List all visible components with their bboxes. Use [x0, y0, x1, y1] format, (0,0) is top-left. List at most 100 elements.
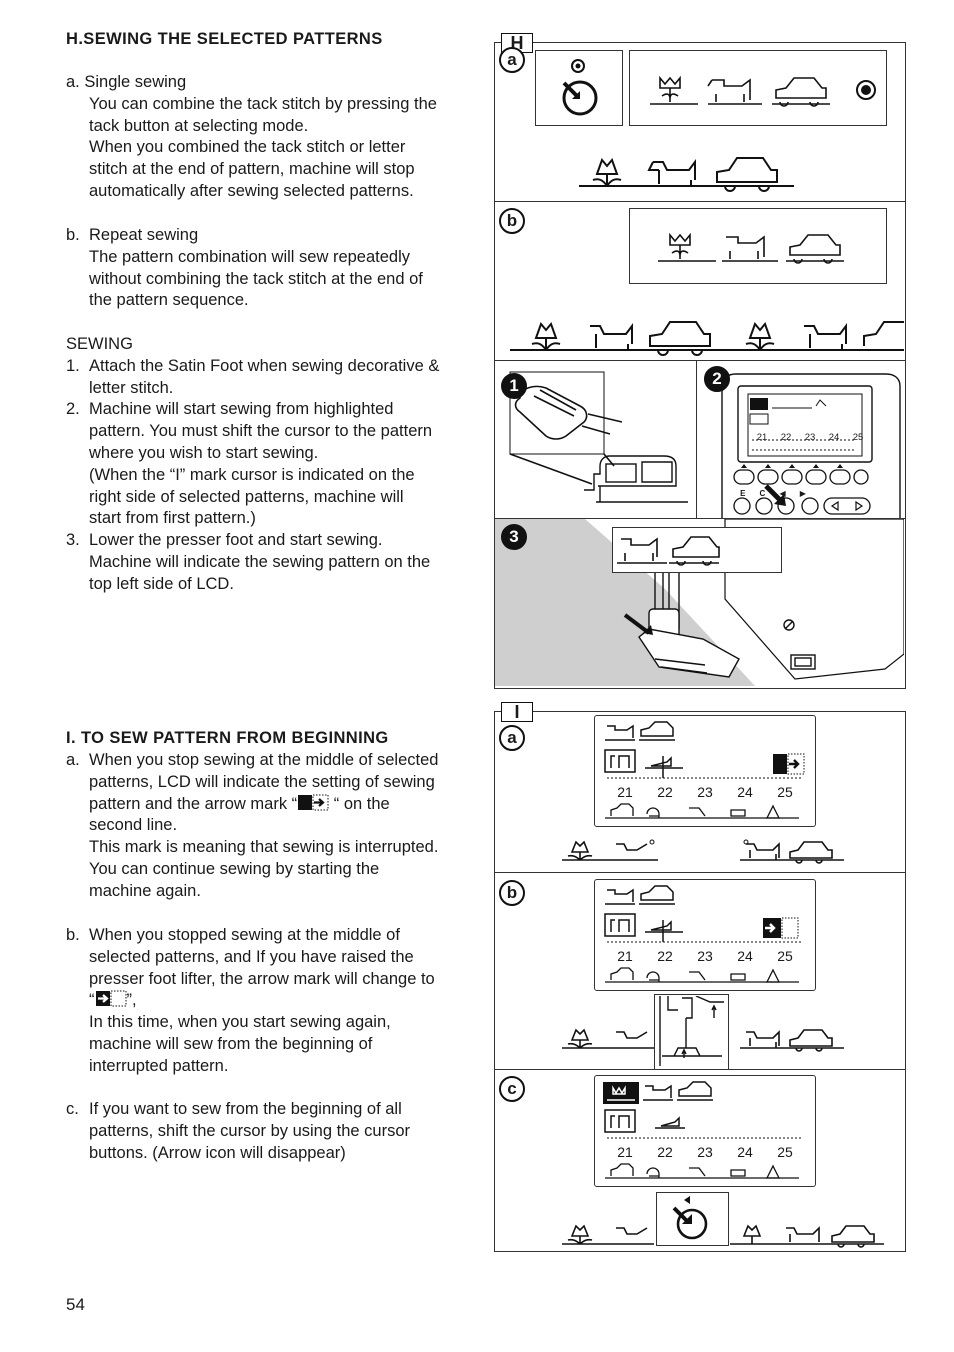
lcd-number: 22 — [657, 784, 673, 800]
text-line: buttons. (Arrow icon will disappear) — [89, 1143, 346, 1162]
satin-foot-machine-icon — [509, 371, 688, 503]
tack-button-panel — [535, 50, 623, 126]
list-marker: b. — [66, 226, 80, 244]
repeat-sewing-label: Repeat sewing — [89, 226, 199, 244]
section-h-heading: H.SEWING THE SELECTED PATTERNS — [66, 30, 383, 48]
text-line: In this time, when you start sewing agai… — [89, 1013, 391, 1032]
lcd-number: 23 — [697, 1144, 713, 1160]
text-line: stitch at the end of pattern, machine wi… — [89, 160, 415, 179]
lcd-number: 25 — [777, 784, 793, 800]
lcd-pattern-display — [629, 208, 887, 284]
keypad-label: ◀ — [779, 489, 786, 498]
lcd-pattern-row-icon — [605, 1163, 799, 1179]
lcd-pattern-row-icon — [605, 967, 799, 983]
lcd-number: 24 — [737, 1144, 753, 1160]
page-number: 54 — [66, 1295, 85, 1314]
keypad-label: ▶ — [799, 489, 806, 498]
keypad-label: E — [740, 489, 746, 498]
text-line: “ ”, — [89, 990, 480, 1012]
text-line: interrupted pattern. — [89, 1056, 229, 1075]
sewn-partial-patterns-icon — [562, 1028, 844, 1052]
lcd-patterns-icon — [658, 232, 844, 264]
raised-arrow-mark-icon — [95, 990, 126, 1007]
text-line: Machine will indicate the sewing pattern… — [89, 552, 431, 571]
lcd-number: 24 — [737, 784, 753, 800]
divider — [494, 360, 905, 361]
lcd-number: 21 — [617, 1144, 633, 1160]
text-line: If you want to sew from the beginning of… — [89, 1100, 402, 1118]
list-marker: a. — [66, 751, 80, 769]
text-line: right side of selected patterns, machine… — [89, 487, 404, 506]
sub-label-b: b — [499, 880, 525, 906]
sub-label-c: c — [499, 1076, 525, 1102]
list-marker: b. — [66, 926, 80, 944]
text-line: Attach the Satin Foot when sewing decora… — [89, 356, 440, 375]
lcd-status-icon — [603, 1081, 803, 1139]
text-line: This mark is meaning that sewing is inte… — [89, 838, 439, 857]
section-i-c-block: c. If you want to sew from the beginning… — [66, 1099, 480, 1164]
lcd-screen-c: 21 22 23 24 25 — [594, 1075, 816, 1187]
lcd-number: 22 — [657, 948, 673, 964]
presser-foot-lifter-icon — [659, 996, 724, 1066]
text-line: When you stopped sewing at the middle of — [89, 926, 400, 944]
text-line: When you stop sewing at the middle of se… — [89, 751, 439, 769]
text-line: patterns, shift the cursor by using the … — [89, 1121, 410, 1140]
text-line: Machine will start sewing from highlight… — [89, 400, 394, 419]
step-number: 1. — [66, 356, 80, 375]
figure-i-tag: I — [501, 702, 533, 722]
keypad-label: C — [759, 489, 766, 498]
divider — [494, 518, 905, 519]
lcd-current-pattern-icon — [617, 536, 720, 566]
lcd-current-pattern — [612, 527, 782, 573]
text-line: patterns, LCD will indicate the setting … — [89, 772, 435, 791]
text-line: top left side of LCD. — [89, 574, 234, 593]
lcd-number: 25 — [852, 432, 864, 443]
sub-label-b: b — [499, 208, 525, 234]
text-fragment: ”, — [126, 991, 137, 1010]
lcd-number: 24 — [737, 948, 753, 964]
sewn-partial-patterns-icon — [562, 839, 844, 864]
lcd-number: 25 — [777, 948, 793, 964]
section-i-a-block: a. When you stop sewing at the middle of… — [66, 750, 480, 903]
text-line: machine again. — [89, 881, 201, 900]
text-line: The pattern combination will sew repeate… — [89, 247, 411, 266]
lcd-number: 22 — [657, 1144, 673, 1160]
step-label-3: 3 — [501, 524, 527, 550]
text-line: You can continue sewing by starting the — [89, 859, 380, 878]
divider — [494, 201, 905, 202]
lcd-pattern-display — [629, 50, 887, 126]
text-fragment: “ — [89, 991, 95, 1010]
sewing-steps-block: SEWING 1. Attach the Satin Foot when sew… — [66, 334, 480, 596]
text-line: pattern and the arrow mark “ “ on the — [89, 794, 480, 816]
lcd-status-icon — [604, 721, 805, 779]
sewn-restart-patterns-icon — [562, 1224, 884, 1248]
single-sewing-block: a. Single sewing You can combine the tac… — [66, 72, 476, 203]
step-number: 2. — [66, 400, 80, 419]
list-marker: c. — [66, 1100, 79, 1118]
sub-label-a: a — [499, 725, 525, 751]
text-line: second line. — [89, 816, 178, 835]
start-button-icon — [672, 1196, 708, 1240]
lcd-number: 24 — [828, 432, 840, 443]
filled-arrow-mark-icon — [298, 794, 329, 811]
text-line: machine will sew from the beginning of — [89, 1034, 373, 1053]
control-panel-icon — [721, 373, 901, 518]
tack-button-icon — [562, 59, 598, 116]
lcd-number: 23 — [697, 948, 713, 964]
text-line: You can combine the tack stitch by press… — [89, 94, 437, 113]
text-fragment: “ on the — [329, 794, 390, 813]
step-label-2: 2 — [704, 366, 730, 392]
text-line: automatically after sewing selected patt… — [89, 181, 414, 200]
lcd-number: 25 — [777, 1144, 793, 1160]
text-line: (When the “I” mark cursor is indicated o… — [89, 465, 415, 484]
lcd-number: 23 — [804, 432, 816, 443]
text-fragment: pattern and the arrow mark “ — [89, 794, 298, 813]
text-line: pattern. You must shift the cursor to th… — [89, 422, 433, 441]
lcd-patterns-icon — [650, 75, 876, 107]
sewn-repeat-patterns-icon — [510, 321, 904, 356]
text-line: letter stitch. — [89, 378, 174, 397]
section-i-b-block: b. When you stopped sewing at the middle… — [66, 925, 480, 1078]
